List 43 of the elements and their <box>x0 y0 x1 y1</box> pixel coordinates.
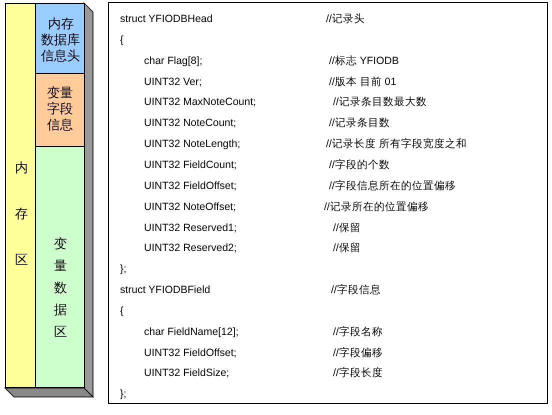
memory-area-box <box>5 3 36 388</box>
box-label: 变量字段信息 <box>47 86 74 134</box>
code-comment: //字段偏移 <box>333 346 383 360</box>
code-line: UINT32 FieldOffset; <box>144 346 237 360</box>
code-comment: //保留 <box>333 241 361 256</box>
code-line: UINT32 NoteCount; <box>144 116 236 130</box>
code-box <box>108 2 548 404</box>
code-comment: //记录条目数 <box>329 116 390 130</box>
code-comment: //记录长度 所有字段宽度之和 <box>326 137 467 152</box>
code-line: UINT32 Reserved1; <box>144 220 237 234</box>
data-area-box <box>35 146 85 388</box>
code-line: UINT32 FieldSize; <box>144 366 230 380</box>
box-label: 内存数据库信息头 <box>41 17 81 65</box>
code-line: struct YFIODBHead <box>120 12 213 26</box>
code-line: { <box>120 304 124 318</box>
code-comment: //记录头 <box>326 12 365 26</box>
code-comment: //记录所在的位置偏移 <box>324 200 429 214</box>
code-line: UINT32 FieldOffset; <box>144 178 237 193</box>
code-comment: //字段名称 <box>333 324 383 339</box>
code-line: UINT32 MaxNoteCount; <box>144 95 256 110</box>
header-box <box>35 3 85 74</box>
code-comment: //版本 目前 01 <box>329 74 396 89</box>
box-label: 变量数据区 <box>54 236 67 342</box>
code-line: char FieldName[12]; <box>144 324 239 339</box>
code-line: UINT32 Ver; <box>144 74 202 89</box>
code-line: struct YFIODBField <box>120 283 210 298</box>
code-line: UINT32 Reserved2; <box>144 241 237 256</box>
code-comment: //标志 YFIODB <box>329 54 399 68</box>
code-comment: //字段信息所在的位置偏移 <box>329 178 456 193</box>
code-line: UINT32 NoteOffset; <box>144 200 236 214</box>
code-line: char Flag[8]; <box>144 54 202 68</box>
code-line: UINT32 NoteLength; <box>144 137 240 152</box>
code-line: }; <box>120 387 126 402</box>
code-comment: //字段信息 <box>331 283 381 298</box>
field-info-box <box>35 73 85 147</box>
code-line: UINT32 FieldCount; <box>144 158 237 172</box>
code-comment: //字段的个数 <box>329 158 390 172</box>
code-line: { <box>120 32 124 47</box>
code-comment: //保留 <box>333 220 361 234</box>
code-comment: //记录条目数最大数 <box>333 95 427 110</box>
code-comment: //字段长度 <box>333 366 383 380</box>
code-line: }; <box>120 262 126 276</box>
box-label: 内存区 <box>15 160 28 270</box>
